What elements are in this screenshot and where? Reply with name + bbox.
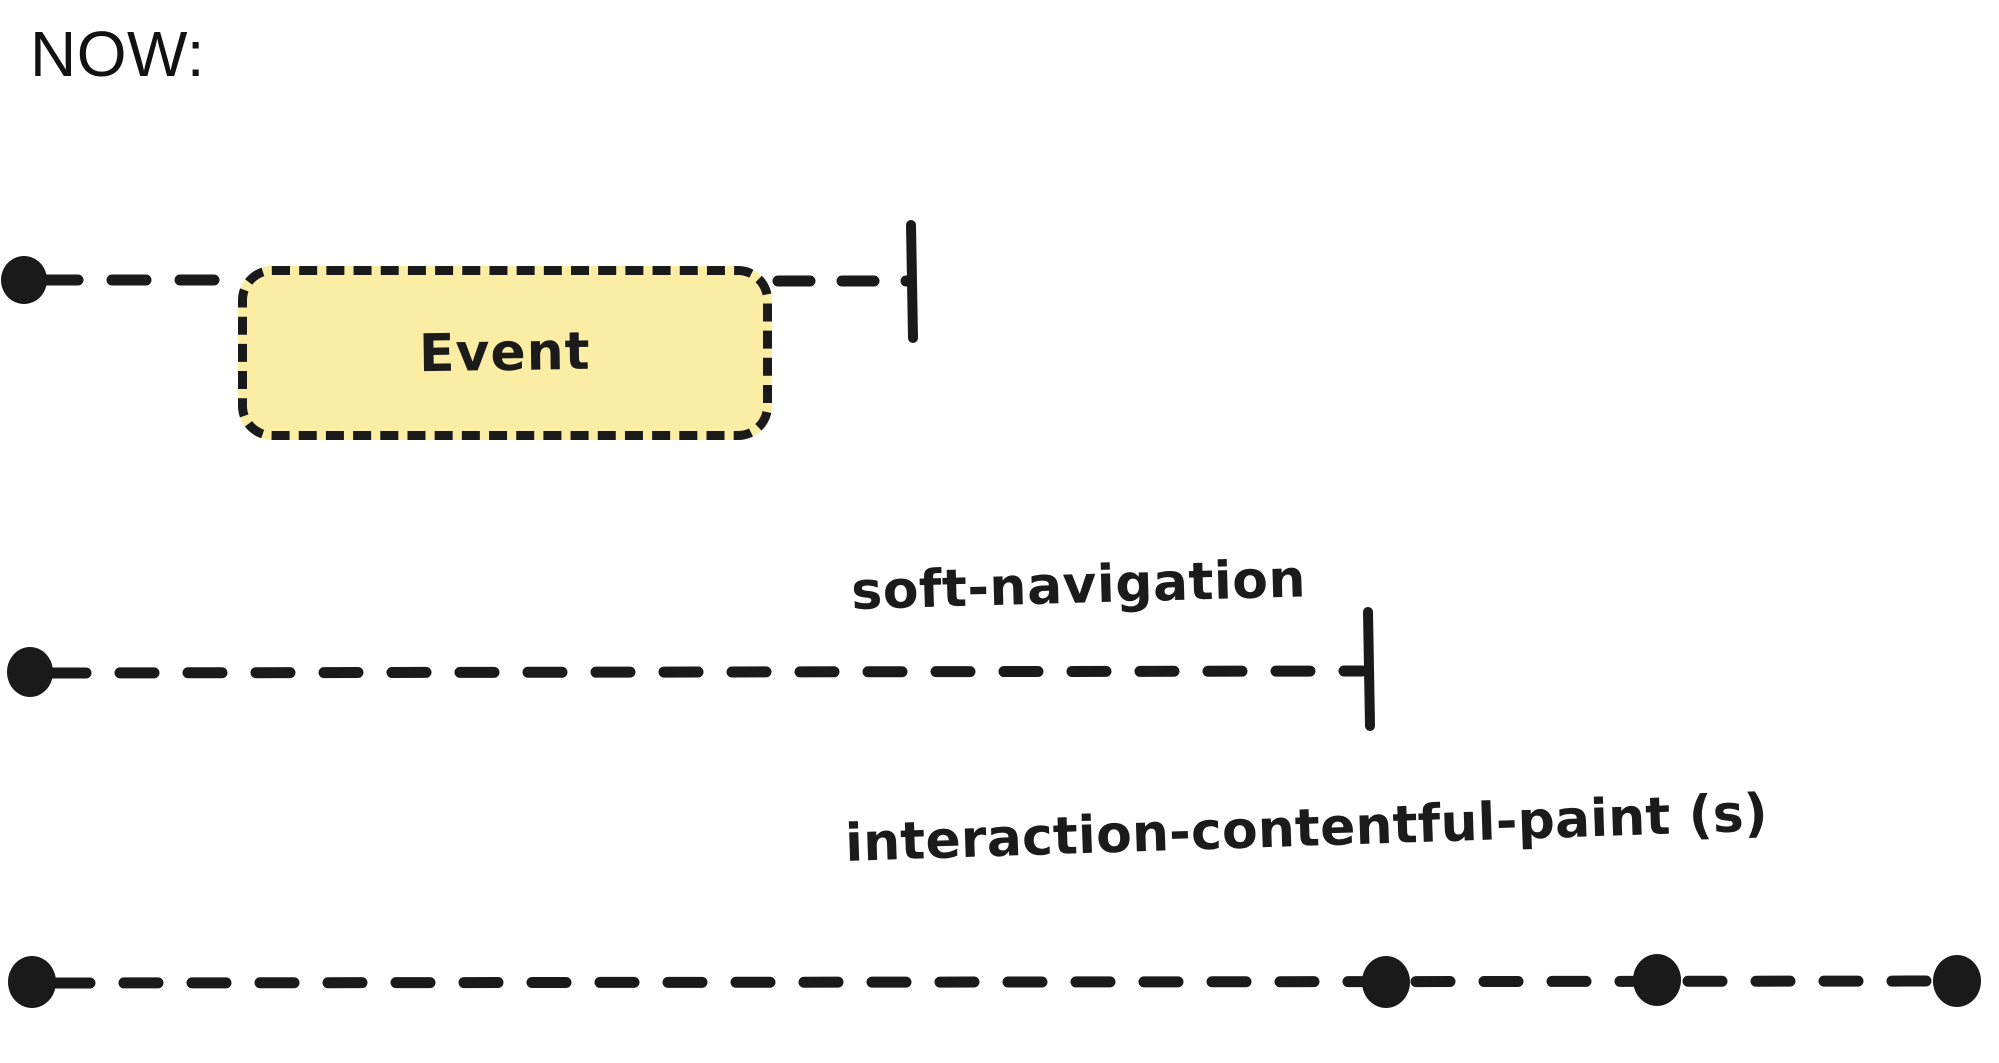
milestone-dot-icon <box>1362 956 1410 1008</box>
end-dot-icon <box>1933 955 1981 1007</box>
start-dot-icon <box>7 647 53 697</box>
milestone-dot-icon <box>1633 954 1681 1006</box>
timeline-interaction-contentful-paint <box>8 954 1981 1008</box>
dashed-line-icon <box>46 665 1368 679</box>
end-tick-icon <box>906 220 918 343</box>
timeline-soft-navigation <box>7 607 1375 731</box>
end-tick-icon <box>1363 607 1375 731</box>
timeline-event <box>1 220 918 343</box>
page-title: NOW: <box>30 18 206 90</box>
event-box-label: Event <box>418 321 592 385</box>
start-dot-icon <box>8 956 56 1008</box>
start-dot-icon <box>1 256 47 304</box>
event-box[interactable]: Event <box>238 266 772 440</box>
soft-navigation-label: soft-navigation <box>850 549 1307 622</box>
